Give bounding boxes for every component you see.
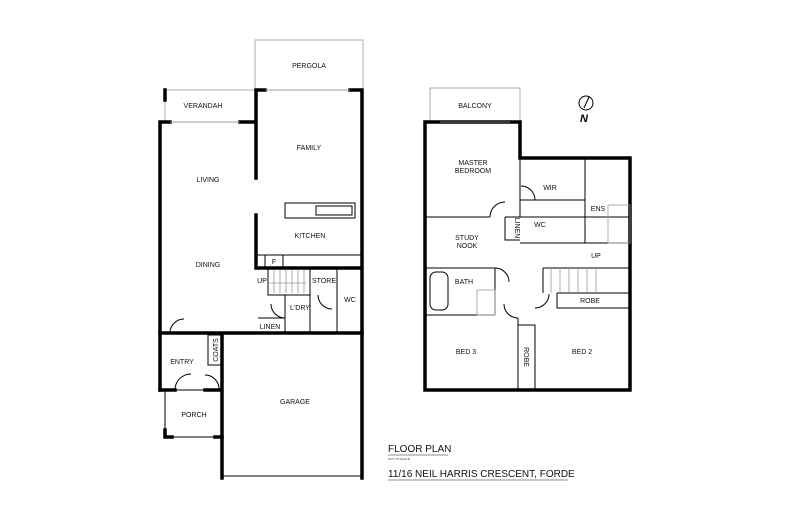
porch-outline <box>164 389 223 438</box>
first-partitions <box>425 158 630 390</box>
stairs <box>268 270 306 293</box>
cooktop <box>315 205 353 216</box>
label-linen: LINEN <box>260 324 281 331</box>
label-master-2: BEDROOM <box>455 168 491 175</box>
label-family: FAMILY <box>297 145 322 152</box>
label-robe-bed2: ROBE <box>580 298 600 305</box>
label-up-upper: UP <box>591 253 601 260</box>
coats-cupboard <box>207 334 223 366</box>
kitchen-counter <box>256 254 362 268</box>
first-floor-plan: N <box>423 87 632 392</box>
first-walls <box>423 120 632 392</box>
ground-floor-plan <box>158 39 364 480</box>
label-garage: GARAGE <box>280 399 310 406</box>
label-dining: DINING <box>196 262 221 269</box>
label-balcony: BALCONY <box>458 103 492 110</box>
label-bed3: BED 3 <box>456 349 476 356</box>
bathtub <box>429 271 449 311</box>
label-up: UP <box>257 278 267 285</box>
label-ens: ENS <box>591 206 606 213</box>
plan-title: FLOOR PLAN <box>388 444 451 455</box>
label-entry: ENTRY <box>170 359 194 366</box>
label-pergola: PERGOLA <box>292 63 326 70</box>
door-swings <box>169 294 333 391</box>
label-wc: WC <box>344 297 356 304</box>
label-laundry: L'DRY <box>290 305 310 312</box>
label-living: LIVING <box>197 177 220 184</box>
label-linen-upper: LINEN <box>513 218 520 239</box>
north-label: N <box>580 113 589 125</box>
stairs <box>550 268 597 293</box>
north-arrow-needle <box>583 96 590 109</box>
label-verandah: VERANDAH <box>184 103 223 110</box>
kitchen-bench <box>284 202 356 219</box>
north-arrow-icon <box>578 95 594 111</box>
label-study-2: NOOK <box>457 243 478 250</box>
label-fridge: F <box>272 259 276 266</box>
ensuite-shower <box>607 204 631 244</box>
plan-subtitle: NOT TO SCALE <box>388 457 410 461</box>
door-swings <box>489 185 550 319</box>
label-study-1: STUDY <box>455 235 479 242</box>
label-store: STORE <box>312 278 336 285</box>
label-porch: PORCH <box>181 412 206 419</box>
label-wc-upper: WC <box>534 222 546 229</box>
label-kitchen: KITCHEN <box>295 233 326 240</box>
label-bed2: BED 2 <box>572 349 592 356</box>
label-wir: WIR <box>543 185 557 192</box>
plan-address: 11/16 NEIL HARRIS CRESCENT, FORDE <box>388 469 575 480</box>
ground-partitions <box>258 268 338 333</box>
label-master-1: MASTER <box>458 160 487 167</box>
label-robe-bed3: ROBE <box>522 347 529 367</box>
label-coats: COATS <box>213 338 220 362</box>
ground-walls-lower <box>158 331 364 480</box>
shower <box>476 289 496 316</box>
label-bath: BATH <box>455 279 473 286</box>
ground-walls <box>158 88 364 480</box>
